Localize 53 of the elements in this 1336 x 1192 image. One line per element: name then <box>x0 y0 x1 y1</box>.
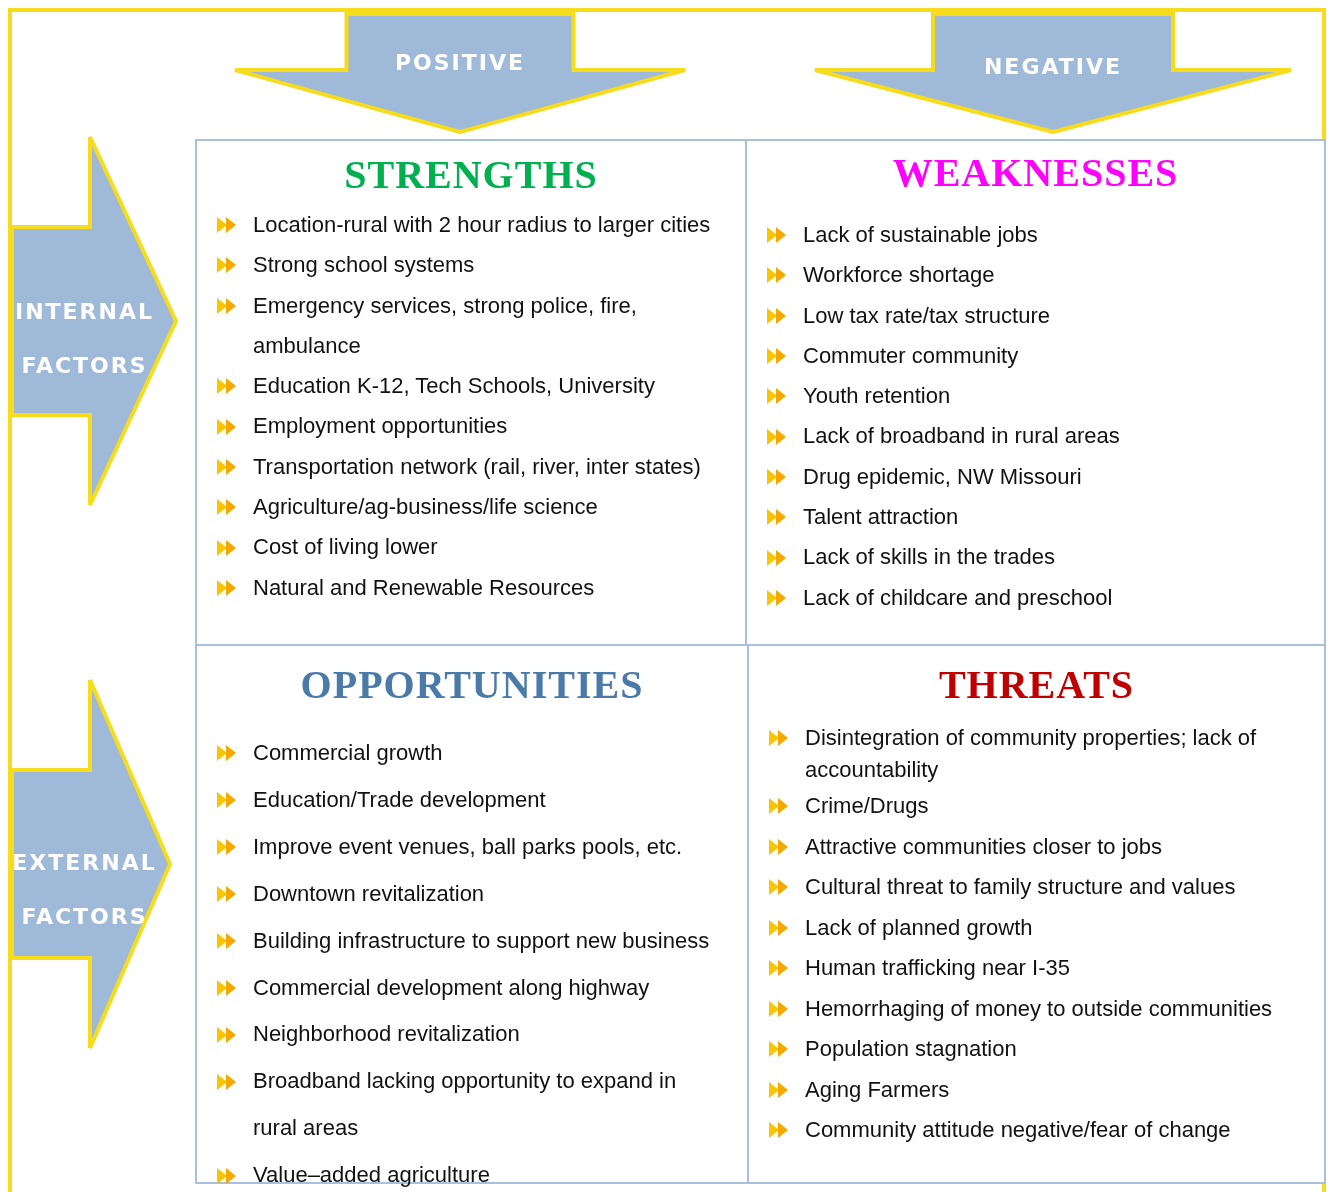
list-item-text: Aging Farmers <box>805 1075 950 1104</box>
list-item-text: Downtown revitalization <box>253 879 485 908</box>
panel-heading: OPPORTUNITIES <box>299 661 645 708</box>
arrow-banner <box>233 12 687 134</box>
quadrant-panel <box>745 139 1326 646</box>
list-item-text: Lack of sustainable jobs <box>803 221 1038 249</box>
list-item-text: Hemorrhaging of money to outside communities <box>805 994 1273 1023</box>
quadrant-panel <box>747 644 1326 1184</box>
list-item-text: Drug epidemic, NW Missouri <box>803 462 1082 491</box>
list-item-text: Transportation network (rail, river, inter states) <box>253 452 701 481</box>
list-item-text: Population stagnation <box>805 1035 1017 1063</box>
list-item-text: Talent attraction <box>803 503 959 532</box>
list-item-text: Commercial growth <box>253 739 443 767</box>
panel-heading: THREATS <box>937 661 1136 708</box>
list-item-text: Education K-12, Tech Schools, University <box>253 372 655 401</box>
arrow-banner <box>10 135 180 507</box>
list-item-text: Location-rural with 2 hour radius to larger cities <box>253 211 711 239</box>
list-item-text: Improve event venues, ball parks pools, etc. <box>253 832 683 861</box>
panel-heading: STRENGTHS <box>343 151 599 198</box>
list-item-text: Disintegration of community properties; lack of accountability <box>805 724 1258 784</box>
list-item-text: Workforce shortage <box>803 261 995 290</box>
list-item-text: Building infrastructure to support new business <box>253 926 710 955</box>
list-item-text: Lack of planned growth <box>805 913 1033 942</box>
arrow-banner <box>813 12 1293 134</box>
list-item-text: Lack of childcare and preschool <box>803 583 1113 612</box>
list-item-text: Employment opportunities <box>253 412 508 441</box>
panel-heading: WEAKNESSES <box>891 149 1180 196</box>
quadrant-panel <box>195 139 747 646</box>
list-item-text: Cultural threat to family structure and values <box>805 873 1236 901</box>
list-item-text: Human trafficking near I-35 <box>805 954 1070 982</box>
list-item-text: Strong school systems <box>253 251 475 280</box>
list-item-text: Commuter community <box>803 341 1019 370</box>
list-item-text: Agriculture/ag-business/life science <box>253 493 598 522</box>
list-item-text: Value–added agriculture <box>253 1161 490 1190</box>
list-item-text: Emergency services, strong police, fire, ambulance <box>253 291 638 360</box>
list-item-text: Lack of broadband in rural areas <box>803 422 1120 451</box>
list-item-text: Community attitude negative/fear of change <box>805 1116 1231 1144</box>
list-item-text: Youth retention <box>803 382 951 411</box>
arrow-label: NEGATIVE <box>982 54 1124 79</box>
list-item-text: Commercial development along highway <box>253 973 650 1002</box>
arrow-label: POSITIVE <box>393 50 527 75</box>
list-item-text: Lack of skills in the trades <box>803 543 1055 572</box>
list-item-text: Education/Trade development <box>253 785 546 814</box>
list-item-text: Low tax rate/tax structure <box>803 301 1050 330</box>
list-item-text: Cost of living lower <box>253 533 438 562</box>
arrow-label: INTERNAL FACTORS <box>14 298 155 380</box>
list-item-text: Natural and Renewable Resources <box>253 573 595 602</box>
list-item-text: Neighborhood revitalization <box>253 1020 520 1049</box>
arrow-label: EXTERNAL FACTORS <box>12 849 157 931</box>
list-item-text: Broadband lacking opportunity to expand in rural areas <box>253 1067 678 1143</box>
list-item-text: Crime/Drugs <box>805 792 929 820</box>
arrow-banner <box>10 678 174 1050</box>
list-item-text: Attractive communities closer to jobs <box>805 832 1163 861</box>
